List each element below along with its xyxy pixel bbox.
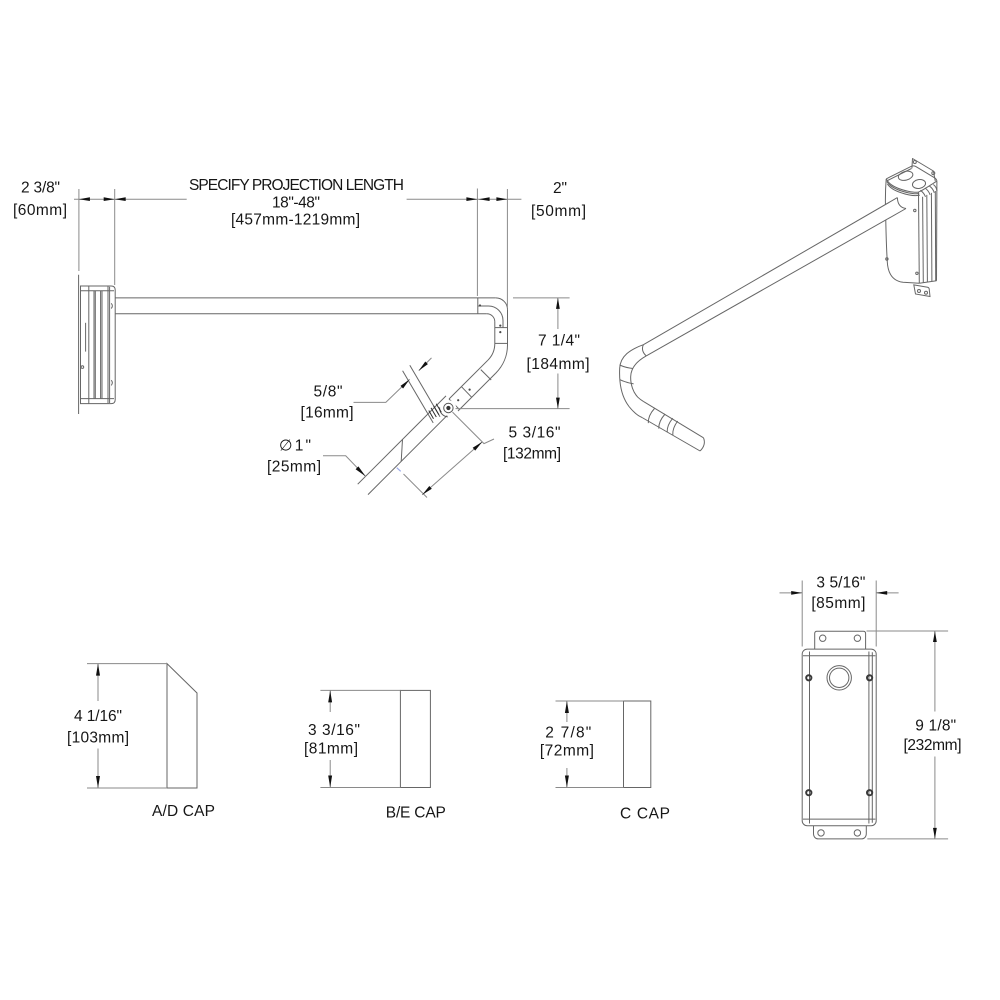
svg-text:2": 2": [553, 180, 567, 197]
svg-text:[103mm]: [103mm]: [67, 730, 129, 747]
svg-text:[25mm]: [25mm]: [267, 459, 321, 476]
svg-text:3 5/16": 3 5/16": [816, 575, 865, 592]
svg-text:[184mm]: [184mm]: [527, 356, 590, 373]
svg-text:[85mm]: [85mm]: [811, 595, 865, 612]
svg-text:[81mm]: [81mm]: [304, 741, 358, 758]
svg-text:B/E CAP: B/E CAP: [386, 805, 446, 822]
svg-text:[50mm]: [50mm]: [531, 203, 586, 220]
svg-text:[232mm]: [232mm]: [904, 737, 962, 754]
svg-text:5/8": 5/8": [314, 384, 343, 401]
svg-text:18"-48": 18"-48": [272, 195, 320, 212]
svg-text:[16mm]: [16mm]: [301, 405, 354, 422]
svg-text:A/D CAP: A/D CAP: [152, 803, 215, 820]
svg-text:4 1/16": 4 1/16": [74, 708, 122, 725]
svg-text:SPECIFY PROJECTION LENGTH: SPECIFY PROJECTION LENGTH: [189, 177, 404, 194]
svg-text:9 1/8": 9 1/8": [915, 718, 956, 735]
svg-text:∅1": ∅1": [279, 438, 311, 455]
svg-text:7 1/4": 7 1/4": [538, 333, 580, 350]
svg-text:C CAP: C CAP: [620, 806, 670, 823]
svg-text:[132mm]: [132mm]: [503, 446, 561, 463]
svg-text:[60mm]: [60mm]: [13, 202, 67, 219]
svg-text:2 3/8": 2 3/8": [21, 180, 60, 197]
svg-text:[457mm-1219mm]: [457mm-1219mm]: [231, 212, 360, 229]
svg-text:3 3/16": 3 3/16": [308, 722, 360, 739]
svg-text:[72mm]: [72mm]: [540, 743, 594, 760]
svg-text:2 7/8": 2 7/8": [545, 725, 591, 742]
svg-text:5 3/16": 5 3/16": [509, 425, 561, 442]
